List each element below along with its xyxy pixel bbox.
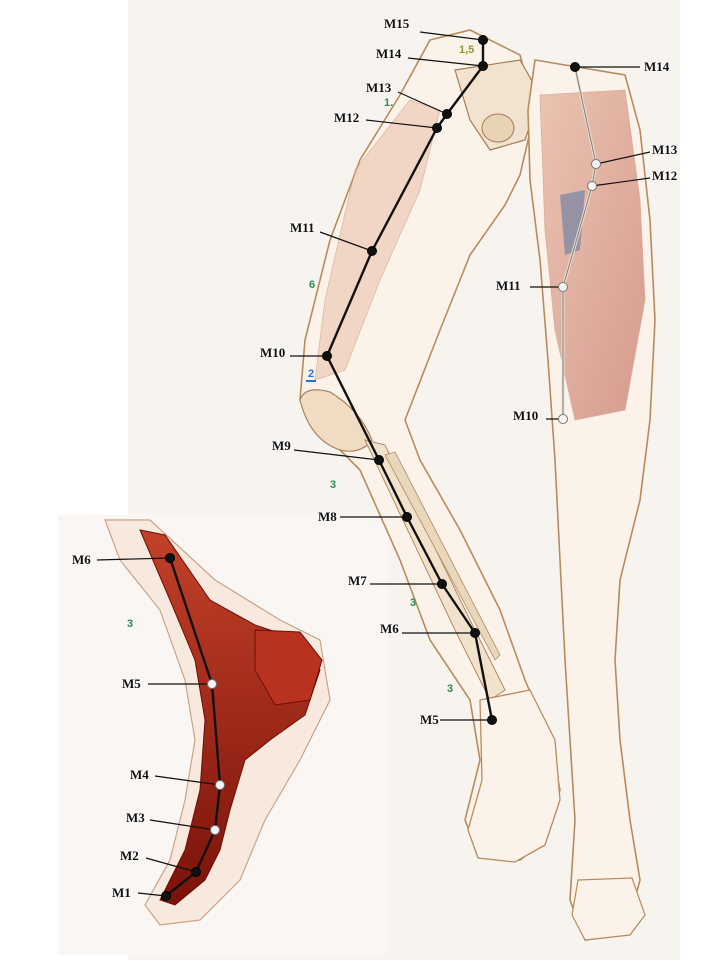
label-foot-m6: M6 [72,552,91,567]
foot-leader-m6 [96,557,171,561]
label-foot-m3: M3 [126,810,145,825]
main-leg-leader-m12 [365,119,438,129]
main-leg-point-m9 [374,455,384,465]
foot-leader-m3 [149,819,216,831]
front-foot [571,877,646,941]
label-main-m10: M10 [260,345,286,360]
label-foot-m1: M1 [112,885,131,900]
label-main-m8: M8 [318,509,337,524]
fibula [384,451,501,661]
meridian-markers [96,31,651,901]
label-foot-m2: M2 [120,848,139,863]
main-leg-leader-m9 [293,449,380,461]
label-front-m11: M11 [496,278,521,293]
front-leg-point-m12 [587,181,597,191]
front-leg-point-m10 [558,414,568,424]
main-leg-point-m6 [470,628,480,638]
main-leg-point-m8 [402,512,412,522]
zone-number-3-upper: 3 [330,479,337,491]
label-main-m11: M11 [290,220,315,235]
groin-vessels [560,190,585,255]
foot-point-m3 [210,825,220,835]
main-leg-leader-m15 [419,31,484,41]
foot-illustration [104,519,331,926]
foot-bones [139,529,321,906]
foot-leader-m4 [154,775,221,786]
pelvis-bone [454,59,541,151]
label-front-m12: M12 [652,168,678,183]
front-leg-point-m14 [570,62,580,72]
label-foot-m5: M5 [122,676,141,691]
main-leg-point-m12 [432,123,442,133]
knee-bone [299,389,373,452]
main-leg-point-m10 [322,351,332,361]
foot-point-m5 [207,679,217,689]
zone-number-6: 6 [309,279,316,291]
front-leg-leader-m13 [595,151,651,165]
main-leg-point-m13 [442,109,452,119]
label-main-m9: M9 [272,438,291,453]
main-leg-point-m14 [478,61,488,71]
front-leg-leader-m12 [591,177,651,187]
label-main-m12: M12 [334,110,360,125]
label-main-m13: M13 [366,80,392,95]
foot-route [165,557,222,897]
label-foot-m4: M4 [130,767,149,782]
front-leg-point-m13 [591,159,601,169]
front-leg-point-m11 [558,282,568,292]
zone-number-3-foot: 3 [127,618,134,630]
main-leg-leader-m13 [397,91,448,115]
label-main-m5: M5 [420,712,439,727]
front-thigh-muscles [539,89,646,421]
zone-number-1: 1. [384,97,394,109]
zone-number-1-5: 1,5 [459,44,475,56]
label-main-m14: M14 [376,46,402,61]
main-leg-point-m5 [487,715,497,725]
hip-joint [481,113,515,143]
front-leg-illustration [527,59,656,941]
label-front-m13: M13 [652,142,678,157]
foot-point-m2 [191,867,201,877]
foot-point-m6 [165,553,175,563]
label-main-m15: M15 [384,16,410,31]
main-leg-leader-m14 [407,57,484,67]
foot-point-m1 [161,891,171,901]
side-foot [467,689,561,863]
zone-number-3-lower: 3 [447,683,454,695]
label-front-m14: M14 [644,59,670,74]
main-leg-point-m15 [478,35,488,45]
label-front-m10: M10 [513,408,539,423]
zone-number-2: 2 [306,368,317,382]
label-main-m7: M7 [348,573,367,588]
main-leg-point-m11 [367,246,377,256]
foot-leader-m2 [145,857,197,873]
label-main-m6: M6 [380,621,399,636]
main-leg-point-m7 [437,579,447,589]
foot-point-m4 [215,780,225,790]
zone-number-3-middle: 3 [410,597,417,609]
heel-bone [254,629,323,706]
main-leg-leader-m11 [319,231,373,252]
